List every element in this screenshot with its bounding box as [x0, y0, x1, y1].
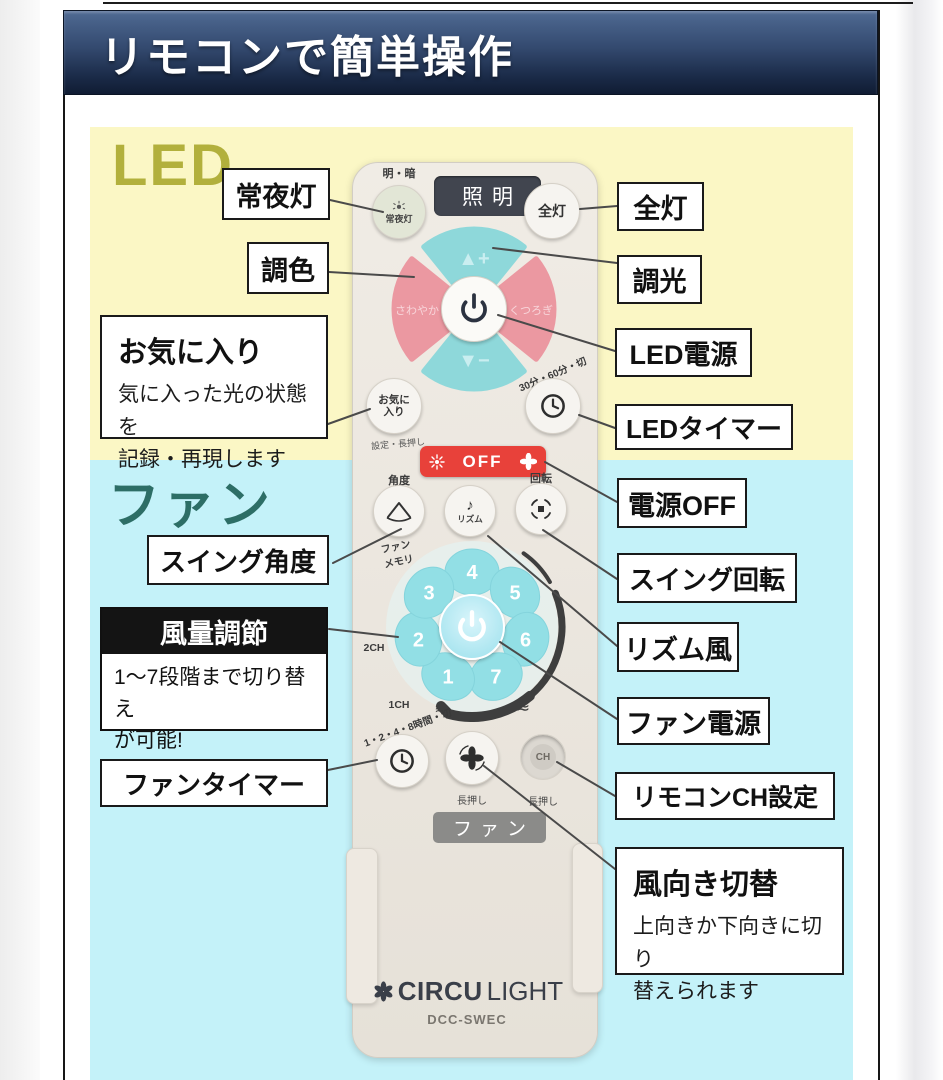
dial-number-6: 6: [520, 629, 531, 651]
fan-timer-clock-icon: [390, 749, 414, 773]
swing-angle-icon: [386, 502, 412, 522]
wind-weak-mark: ≋: [434, 701, 446, 716]
fan-panel-label: ファン: [433, 812, 546, 843]
favorite-button-label-1: お気に: [378, 393, 410, 406]
right-margin-strip: [896, 0, 943, 1080]
callout-all-on: 全灯: [617, 182, 704, 231]
fan-section-heading: ファン: [108, 477, 274, 535]
wind-direction-button: [445, 731, 499, 785]
brand-text-light: LIGHT: [486, 976, 564, 1006]
power-icon: [461, 293, 487, 323]
image-border-right: [878, 10, 880, 1080]
fan-power-icon: [458, 610, 486, 642]
dial-number-1: 1: [443, 667, 454, 689]
callout-wind-volume-desc-1: 1〜7段階まで切り替え: [114, 666, 306, 721]
fan-timer-button: [375, 734, 429, 788]
callout-favorite: お気に入り 気に入った光の状態を 記録・再現します: [100, 315, 328, 471]
header-banner: リモコンで簡単操作: [63, 10, 878, 95]
long-press-label-direction: 長押し: [457, 796, 487, 807]
callout-power-off: 電源OFF: [617, 478, 747, 528]
callout-led-timer: LEDタイマー: [615, 404, 793, 450]
lighting-panel-label: 照明: [434, 176, 541, 216]
ch2-mark: 2CH: [363, 642, 385, 654]
led-power-button: [441, 276, 507, 342]
dial-number-3: 3: [423, 583, 434, 605]
callout-dimming: 調光: [617, 255, 702, 304]
ch-setting-button: CH: [520, 734, 566, 780]
wind-direction-fan-icon: [459, 745, 485, 771]
off-bar: OFF: [420, 446, 546, 477]
led-section-heading: LED: [112, 133, 234, 198]
mode-label: 明・暗: [382, 168, 416, 180]
ch-button-label: CH: [530, 744, 556, 770]
holder-clip-left: [346, 848, 378, 1004]
callout-wind-direction: 風向き切替 上向きか下向きに切り 替えられます: [615, 847, 844, 1003]
brand-fan-icon: [374, 981, 393, 1002]
callout-color-tune: 調色: [247, 242, 329, 294]
swing-rotation-icon: [531, 499, 551, 519]
callout-swing-angle: スイング角度: [147, 535, 329, 585]
off-label: OFF: [462, 451, 503, 471]
callout-favorite-title: お気に入り: [118, 337, 264, 369]
callout-wind-direction-desc-1: 上向きか下向きに切り: [633, 915, 822, 971]
swing-angle-button: [373, 485, 425, 537]
left-margin-strip: [0, 0, 40, 1080]
model-number: DCC-SWEC: [427, 1012, 507, 1027]
callout-fan-power: ファン電源: [617, 697, 770, 745]
callout-wind-volume: 風量調節 1〜7段階まで切り替え が可能!: [100, 607, 328, 752]
dial-number-7: 7: [490, 667, 501, 689]
night-light-button-label: 常夜灯: [385, 213, 413, 224]
dial-number-4: 4: [466, 562, 478, 584]
night-light-icon: [392, 200, 406, 209]
callout-wind-volume-desc-2: が可能!: [114, 729, 183, 752]
holder-clip-right: [572, 843, 603, 993]
top-border-line: [103, 2, 913, 4]
callout-wind-direction-title: 風向き切替: [633, 869, 779, 901]
callout-favorite-desc-1: 気に入った光の状態を: [118, 383, 307, 439]
dpad-down-glyph: ▼−: [458, 350, 489, 372]
callout-remote-ch-setting: リモコンCH設定: [615, 772, 835, 820]
callout-fan-timer: ファンタイマー: [100, 759, 328, 807]
fan-icon: [520, 453, 537, 470]
callout-rhythm-wind: リズム風: [617, 622, 739, 672]
light-sun-icon: [429, 453, 445, 470]
callout-wind-direction-desc-2: 替えられます: [633, 980, 759, 1004]
page-title: リモコンで簡単操作: [100, 32, 514, 82]
dial-number-5: 5: [509, 583, 520, 605]
callout-night-light: 常夜灯: [222, 168, 330, 220]
callout-favorite-desc-2: 記録・再現します: [118, 448, 286, 472]
dpad-left-label: さわやか: [395, 304, 439, 317]
angle-label: 角度: [388, 475, 410, 487]
brand-text-bold: CIRCU: [397, 976, 483, 1006]
dial-number-2: 2: [413, 629, 424, 651]
ch1-mark: 1CH: [388, 699, 410, 711]
dpad-right-label: くつろぎ: [509, 303, 553, 317]
led-dpad: ▲+ ▼− さわやか くつろぎ: [391, 226, 557, 392]
all-on-button: 全灯: [524, 183, 580, 239]
wind-strong-mark: ≋: [515, 697, 531, 716]
favorite-button-label-2: 入り: [383, 406, 405, 418]
rhythm-button: ♪ リズム: [444, 485, 496, 537]
all-on-button-label: 全灯: [538, 203, 566, 219]
swing-rotation-button: [515, 483, 567, 535]
music-note-icon: ♪: [466, 496, 474, 514]
clock-icon: [541, 394, 565, 418]
dpad-up-glyph: ▲+: [458, 248, 489, 270]
long-press-label-ch: 長押し: [528, 797, 558, 808]
led-timer-button: [525, 378, 581, 434]
callout-led-power: LED電源: [615, 328, 752, 377]
favorite-button: お気に 入り: [366, 378, 422, 434]
callout-swing-rotation: スイング回転: [617, 553, 797, 603]
rhythm-button-label: リズム: [457, 513, 483, 524]
image-border-left: [63, 10, 65, 1080]
callout-wind-volume-title: 風量調節: [102, 609, 326, 654]
fan-power-button: [439, 594, 505, 660]
